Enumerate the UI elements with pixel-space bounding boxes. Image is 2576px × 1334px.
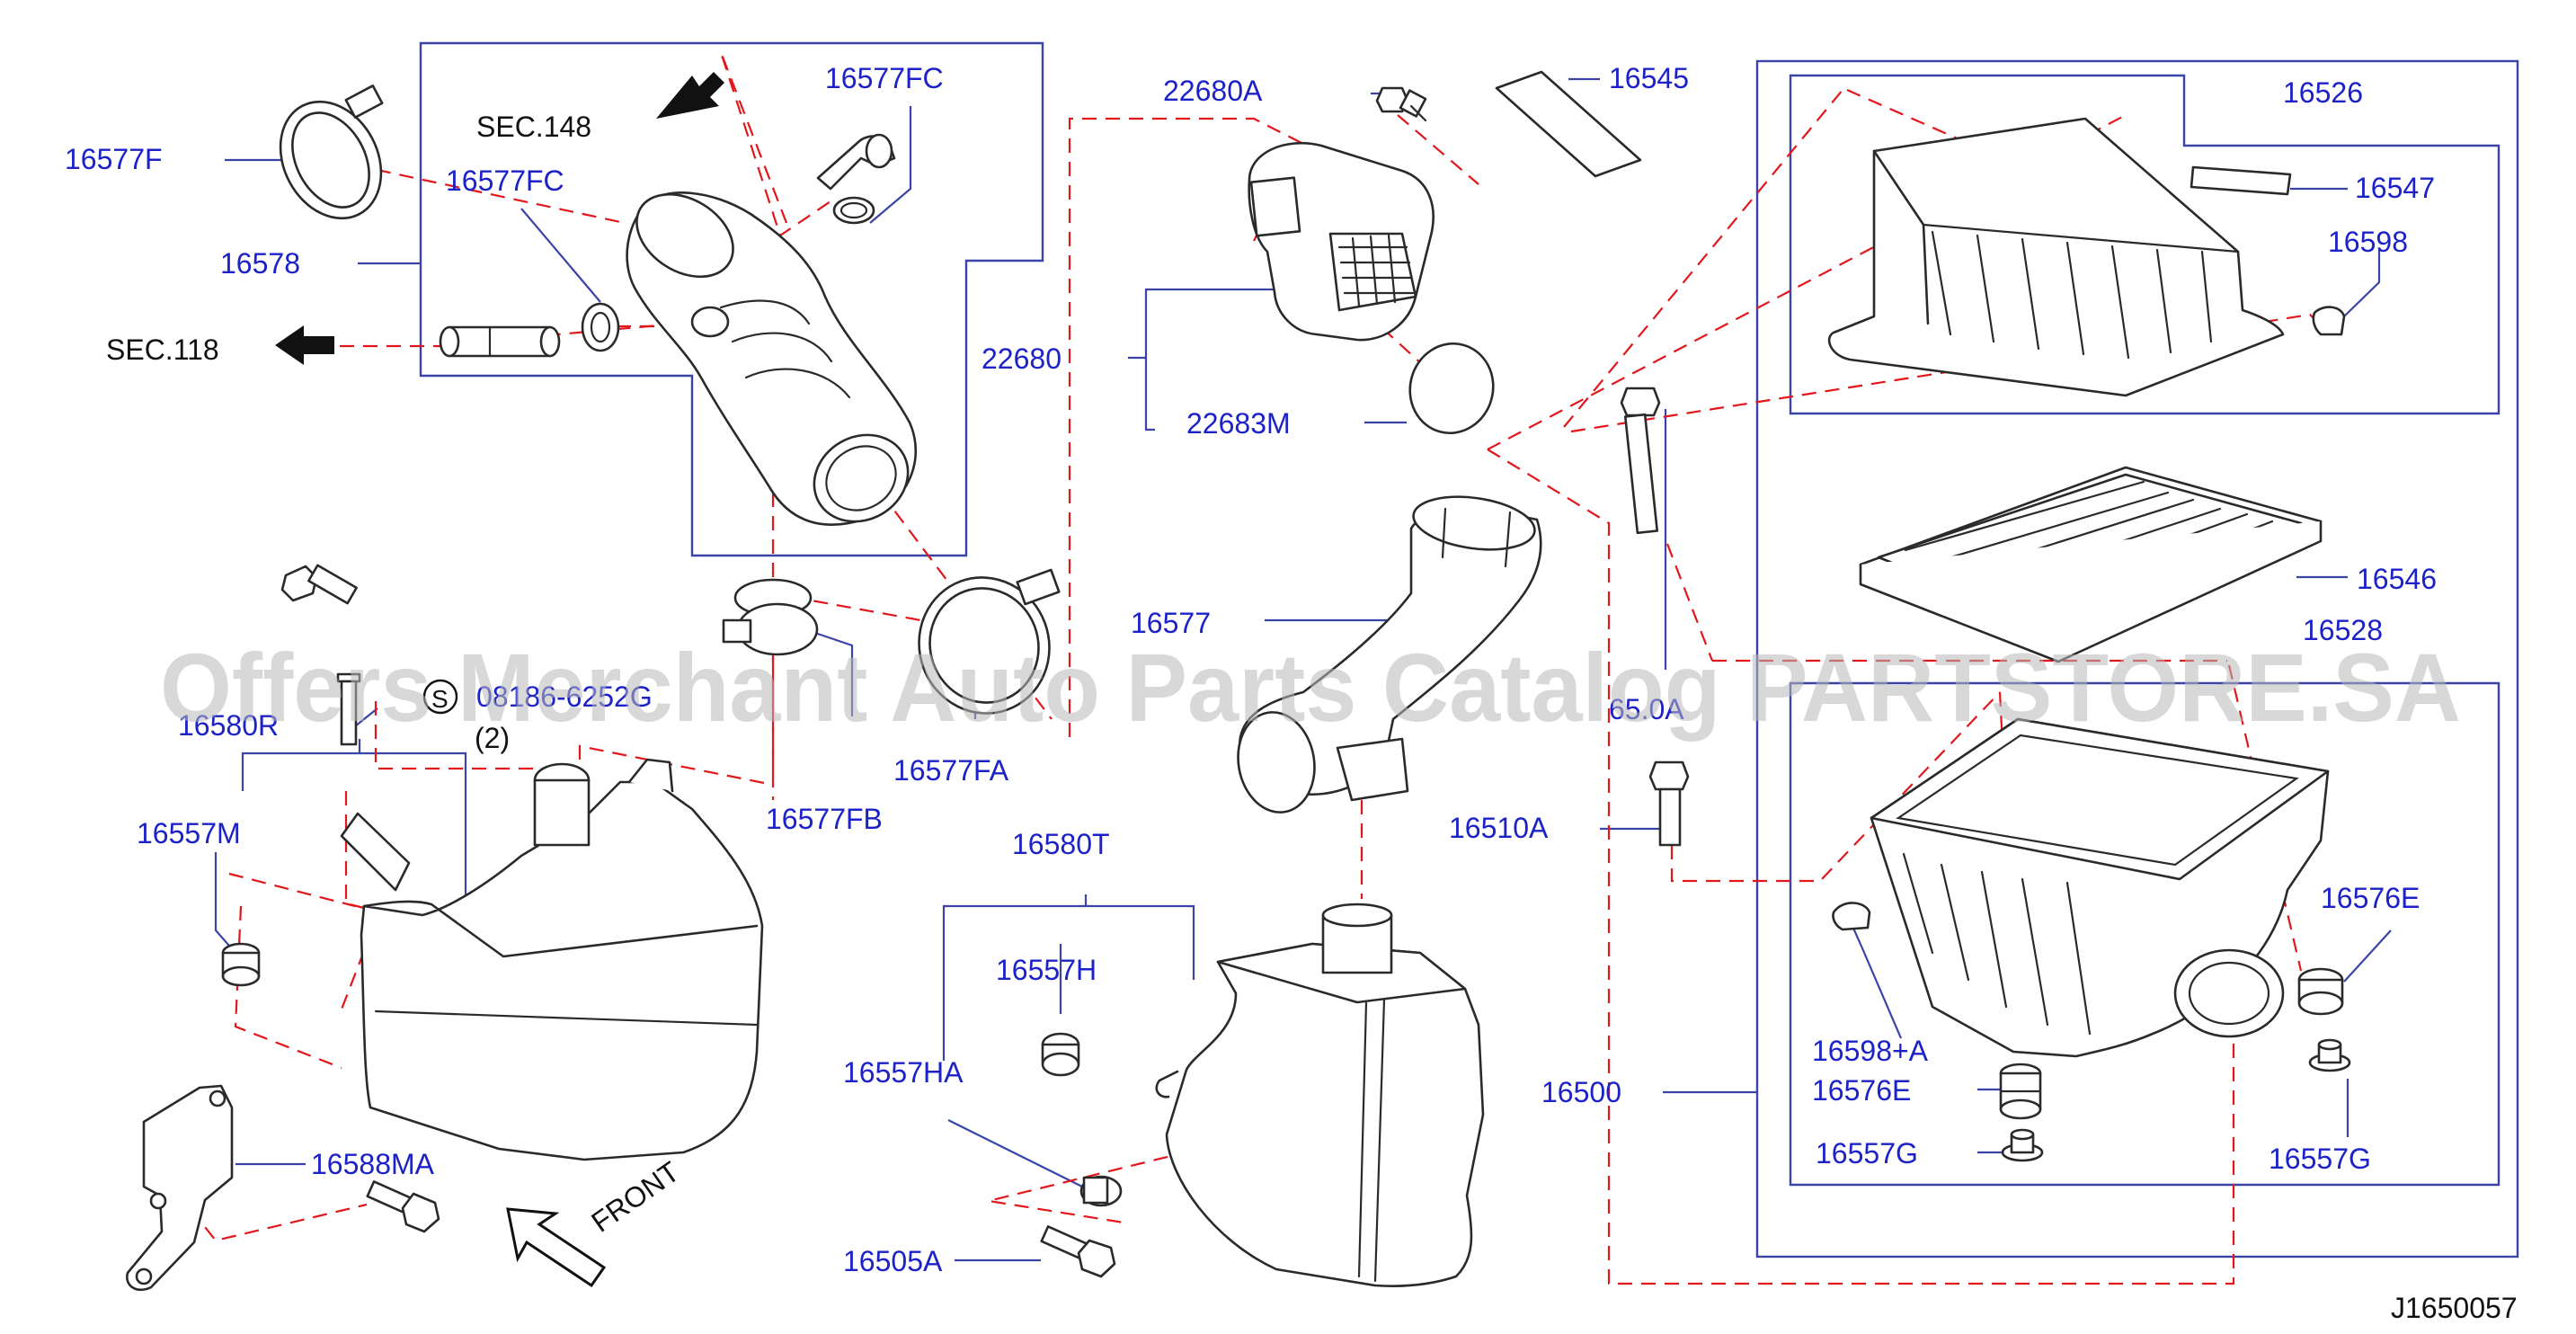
part-16577fc-small-hose	[816, 133, 896, 191]
watermark: Offers Merchant Auto Parts Catalog PARTS…	[160, 633, 2461, 742]
front-arrow-icon	[506, 1207, 607, 1288]
part-16526-air-cleaner-cover	[1827, 117, 2285, 397]
label-16577fc-mid: 16577FC	[446, 165, 564, 197]
label-16528: 16528	[2303, 614, 2383, 646]
standard-part-symbol-icon: S	[422, 679, 458, 715]
part-16557g-grommet-right	[2308, 1038, 2351, 1072]
label-22683m: 22683M	[1186, 407, 1291, 440]
standard-part-symbol-letter: S	[431, 685, 449, 713]
part-16557m-grommet	[221, 942, 261, 987]
group-box-upper-cover	[1789, 74, 2500, 415]
label-16598: 16598	[2328, 226, 2408, 258]
part-16510a-bolt-upper	[1620, 387, 1661, 535]
part-16545-seal-strip	[1495, 70, 1642, 178]
label-16557g-right: 16557G	[2269, 1143, 2371, 1175]
part-16528-air-cleaner-case	[1870, 717, 2330, 1058]
leader-lines	[214, 77, 2392, 1262]
part-16546-filter-element	[1859, 466, 2323, 663]
part-std-bolt-08186	[336, 672, 361, 746]
part-22680-mass-airflow-sensor	[1248, 141, 1435, 342]
label-16546: 16546	[2357, 563, 2437, 595]
label-16577fb: 16577FB	[766, 803, 883, 835]
part-16547-pad	[2190, 165, 2292, 196]
label-22680: 22680	[982, 342, 1061, 375]
part-16557g-grommet-left	[2001, 1128, 2044, 1162]
label-16510a-top: 65.0A	[1609, 693, 1684, 725]
group-box-air-cleaner-assy	[1755, 59, 2519, 1258]
label-16510a: 16510A	[1449, 812, 1549, 844]
label-16577f: 16577F	[65, 143, 163, 175]
part-22680a-bolt	[1375, 86, 1427, 122]
label-front: FRONT	[585, 1155, 685, 1239]
label-16505a: 16505A	[843, 1245, 943, 1277]
maf-screen-grid	[1337, 234, 1415, 307]
part-16598-clip	[2312, 306, 2346, 336]
label-16580r: 16580R	[178, 709, 279, 742]
label-sec148: SEC.148	[476, 111, 591, 143]
part-16577fc-clip-top	[832, 196, 875, 225]
part-16580r-bolt	[280, 564, 358, 605]
part-breather-pipe	[439, 325, 561, 358]
label-16576e-right: 16576E	[2321, 882, 2420, 914]
part-16576e-insulator-low	[1999, 1063, 2042, 1120]
part-16577f-hose-clamp	[279, 84, 384, 220]
arrow-sec118-icon	[275, 325, 334, 365]
label-std-part-qty: (2)	[475, 722, 510, 754]
label-22680a: 22680A	[1163, 75, 1263, 107]
label-16526: 16526	[2283, 76, 2363, 109]
part-16577-air-duct	[1237, 495, 1542, 814]
label-16500: 16500	[1541, 1076, 1621, 1108]
label-16577fa: 16577FA	[893, 754, 1009, 787]
part-16588ma-bracket	[126, 1084, 234, 1292]
label-16545: 16545	[1609, 62, 1689, 94]
part-bracket-bolt	[366, 1180, 440, 1233]
part-16598a-clip	[1832, 902, 1871, 931]
part-16577fb-clamp	[722, 578, 819, 656]
part-16578-air-duct	[626, 191, 918, 526]
label-16557m: 16557M	[137, 817, 241, 849]
label-16577: 16577	[1131, 607, 1211, 639]
label-std-part-number: 08186-6252G	[476, 680, 653, 713]
part-22683m-seal-ring	[1408, 342, 1495, 435]
label-16598a: 16598+A	[1812, 1035, 1929, 1067]
label-16577fc-top: 16577FC	[825, 62, 944, 94]
part-16557h-grommet	[1041, 1032, 1080, 1077]
label-16576e-low: 16576E	[1812, 1074, 1911, 1107]
label-16557ha: 16557HA	[843, 1056, 964, 1089]
label-16557g-left: 16557G	[1816, 1137, 1918, 1169]
label-16557h: 16557H	[996, 954, 1097, 986]
label-sec118: SEC.118	[106, 334, 219, 366]
part-16557ha-grommet	[1079, 1175, 1123, 1207]
diagram-id: J1650057	[2391, 1292, 2518, 1324]
part-16505a-bolt	[1040, 1225, 1116, 1278]
arrow-sec148-icon	[656, 72, 724, 119]
label-16547: 16547	[2355, 172, 2435, 204]
part-16577fc-clip-mid	[581, 302, 620, 352]
group-box-lower-case	[1789, 681, 2500, 1187]
label-16580t: 16580T	[1012, 828, 1110, 860]
label-16588ma: 16588MA	[311, 1148, 435, 1180]
part-16510a-bolt-lower	[1648, 760, 1690, 847]
part-16577fa-clamp	[918, 568, 1061, 715]
group-box-inlet-duct	[419, 41, 1044, 557]
label-16578: 16578	[220, 247, 300, 280]
part-16580t-resonator	[1155, 903, 1485, 1287]
part-left-resonator	[340, 758, 764, 1161]
part-16576e-insulator-right	[2297, 967, 2344, 1016]
